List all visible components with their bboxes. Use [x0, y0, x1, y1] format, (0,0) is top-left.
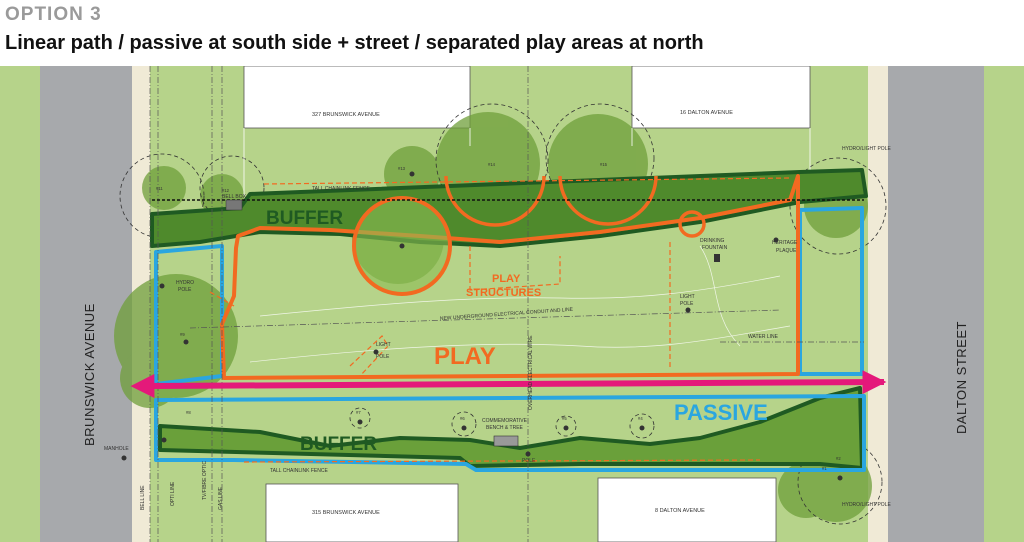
building-nw-label: 327 BRUNSWICK AVENUE — [312, 112, 380, 118]
tree-2-label: #2 — [836, 456, 841, 461]
boulevard-west — [0, 66, 40, 542]
light-pole-west-label-2: POLE — [376, 354, 390, 360]
building-sw-label: 315 BRUNSWICK AVENUE — [312, 510, 380, 516]
play-arc-2 — [558, 175, 658, 226]
commemorative-label-1: COMMEMORATIVE — [482, 418, 528, 424]
street-brunswick-label: BRUNSWICK AVENUE — [82, 303, 97, 446]
tree-11-label: #11 — [156, 186, 163, 191]
option-label: OPTION 3 — [5, 4, 102, 25]
passive-label: PASSIVE — [674, 400, 768, 425]
street-dalton-label: DALTON STREET — [954, 321, 969, 434]
dalton-sidewalk — [868, 66, 888, 542]
tree-15-label: #15 — [600, 162, 608, 167]
tv-fibre-label: TV/FIBRE OPTIC — [202, 460, 208, 500]
tree-4-label: #4 — [638, 416, 643, 421]
hydro-light-pole-ne-label: HYDRO/LIGHT POLE — [842, 146, 891, 152]
drinking-fountain-label-2: FOUNTAIN — [702, 245, 728, 251]
site-plan: 327 BRUNSWICK AVENUE 16 DALTON AVENUE 31… — [0, 66, 1024, 542]
play-internal-dashes — [209, 177, 791, 463]
tree-12-label: #12 — [222, 188, 230, 193]
opti-line-label: OPTI LINE — [170, 481, 176, 506]
drinking-fountain-circle — [678, 210, 706, 238]
drinking-fountain-label-1: DRINKING — [700, 238, 725, 244]
header: OPTION 3 Linear path / passive at south … — [0, 0, 1024, 66]
building-ne — [631, 66, 811, 129]
buffer-south-label: BUFFER — [300, 434, 377, 455]
water-line-label: WATER LINE — [748, 334, 779, 340]
buffer-north-zone — [150, 168, 868, 248]
heritage-plaque-label-1: HERITAGE — [772, 240, 798, 246]
contour-lines — [249, 245, 791, 363]
utility-lines — [149, 66, 864, 542]
tree-5-label: #5 — [562, 416, 567, 421]
fence-south-label: TALL CHAINLINK FENCE — [270, 468, 328, 474]
buffer-north-label: BUFFER — [266, 208, 343, 229]
commemorative-bench-icon — [493, 435, 519, 447]
light-pole-west-label-1: LIGHT — [376, 342, 391, 348]
commemorative-label-2: BENCH & TREE — [486, 425, 524, 431]
play-zone — [220, 174, 800, 380]
building-sw — [265, 483, 459, 542]
bell-line-label: BELL LINE — [140, 485, 146, 510]
play-structures-label-2: STRUCTURES — [466, 287, 541, 299]
heritage-plaque-label-2: PLAQUE — [776, 248, 797, 254]
drinking-fountain-icon — [714, 254, 720, 262]
linear-path-arrow — [130, 370, 887, 398]
pole-label: POLE — [522, 458, 536, 464]
fence-north-label: TALL CHAINLINK FENCE — [312, 186, 370, 192]
brunswick-road — [40, 66, 132, 542]
building-nw — [243, 66, 471, 129]
building-se-label: 8 DALTON AVENUE — [655, 508, 705, 514]
dalton-road — [888, 66, 984, 542]
building-ne-label: 16 DALTON AVENUE — [680, 110, 733, 116]
bell-box-icon — [225, 199, 243, 211]
tree-8-label: #8 — [186, 410, 191, 415]
light-pole-center-label-1: LIGHT — [680, 294, 695, 300]
tree-9-label: #9 — [180, 332, 185, 337]
tree-6-label: #6 — [460, 416, 465, 421]
play-structures-label-1: PLAY — [492, 273, 521, 285]
building-se — [597, 477, 777, 542]
manhole-label: MANHOLE — [104, 446, 129, 452]
bell-box-label: BELL BOX — [222, 194, 247, 200]
light-pole-center-label-2: POLE — [680, 301, 694, 307]
play-arc-1 — [444, 175, 546, 227]
tree-7-label: #7 — [356, 410, 361, 415]
tree-1-label: #1 — [822, 466, 827, 471]
gas-line-label: GAS LINE — [218, 486, 224, 510]
boulevard-east — [984, 66, 1024, 542]
tree-14-label: #14 — [488, 162, 496, 167]
property-lines — [243, 128, 811, 196]
plan-title: Linear path / passive at south side + st… — [5, 32, 704, 54]
overhead-wire-label: OVERHEAD ELECTRICAL WIRE — [528, 335, 534, 410]
pole-markers — [121, 171, 843, 481]
hydro-light-pole-se-label: HYDRO/LIGHT POLE — [842, 502, 891, 508]
play-label: PLAY — [434, 343, 496, 370]
hydro-pole-w-label-1: HYDRO — [176, 280, 194, 286]
hydro-pole-w-label-2: POLE — [178, 287, 192, 293]
tree-13-label: #13 — [398, 166, 406, 171]
